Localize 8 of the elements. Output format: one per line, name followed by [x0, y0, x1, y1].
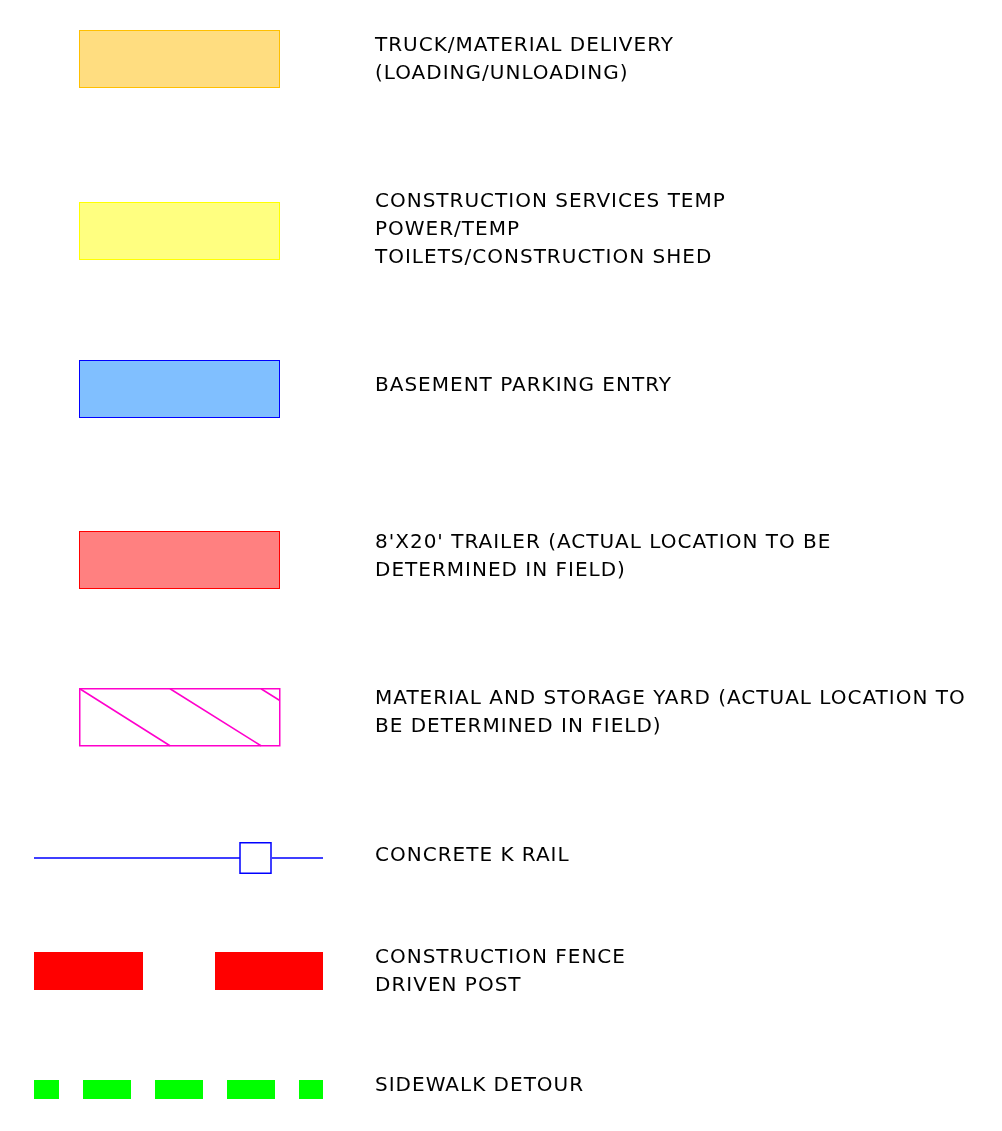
legend-label: SIDEWALK DETOUR — [375, 1071, 586, 1098]
legend-label: MATERIAL AND STORAGE YARD (ACTUAL LOCATION TO BE DETERMINED IN FIELD) — [375, 684, 967, 739]
legend-label: CONSTRUCTION FENCE DRIVEN POST — [375, 943, 627, 998]
legend-label: 8'X20' TRAILER (ACTUAL LOCATION TO BE DETERMINED IN FIELD) — [375, 528, 833, 583]
legend-label: CONCRETE K RAIL — [375, 841, 571, 868]
legend-label: TRUCK/MATERIAL DELIVERY (LOADING/UNLOADING) — [375, 31, 675, 86]
legend-label: CONSTRUCTION SERVICES TEMP POWER/TEMP TOILETS/CONSTRUCTION SHED — [375, 187, 727, 270]
legend-label: BASEMENT PARKING ENTRY — [375, 371, 673, 398]
